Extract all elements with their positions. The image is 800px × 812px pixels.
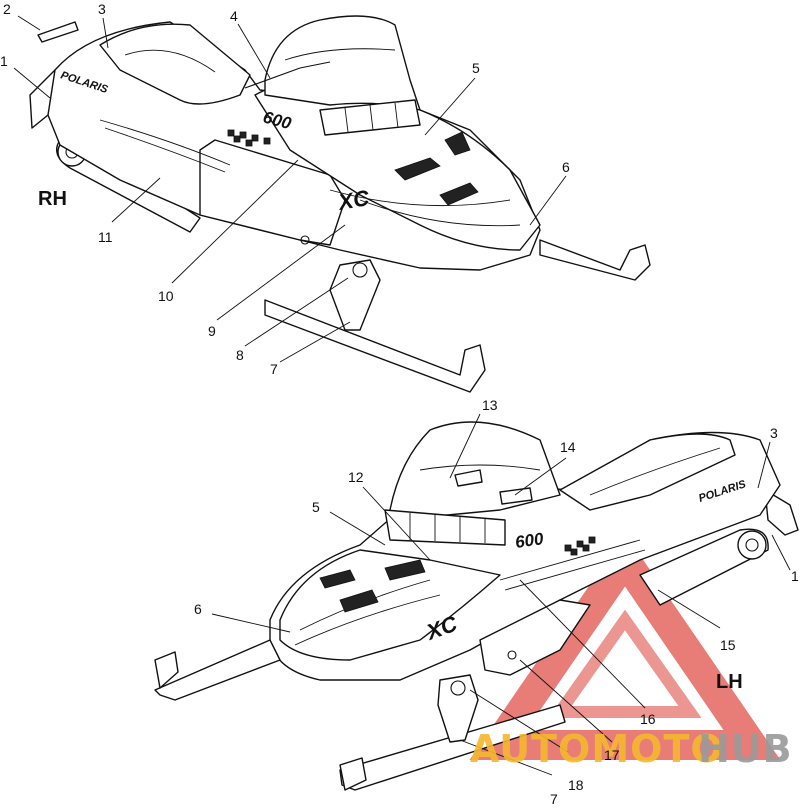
lh-callout-15: 15 bbox=[720, 637, 736, 653]
lh-callout-13: 13 bbox=[482, 397, 498, 413]
watermark bbox=[469, 533, 781, 760]
lh-callout-12: 12 bbox=[348, 469, 364, 485]
rh-checker-decal bbox=[227, 129, 271, 147]
rh-windshield bbox=[264, 15, 421, 111]
lh-callout-16: 16 bbox=[640, 711, 656, 727]
lh-checker-decal bbox=[564, 536, 596, 556]
watermark-triangle bbox=[469, 533, 781, 760]
rh-hood-vent-3 bbox=[444, 131, 471, 156]
lh-view-label: LH bbox=[716, 671, 743, 693]
rh-hood-vent-1 bbox=[394, 157, 441, 181]
rh-callout-6: 6 bbox=[562, 159, 570, 175]
watermark-text: AUTOMOTO HUB bbox=[470, 727, 793, 771]
lh-callout-3: 3 bbox=[770, 425, 778, 441]
rh-callout-2: 2 bbox=[3, 1, 11, 17]
rh-ski-right bbox=[539, 239, 651, 281]
rh-callouts: 1 2 3 4 5 6 7 8 9 10 11 bbox=[0, 1, 570, 377]
decal-2 bbox=[37, 21, 79, 43]
lh-callout-7: 7 bbox=[550, 791, 558, 807]
watermark-text-2: HUB bbox=[698, 727, 793, 771]
rh-view-label: RH bbox=[38, 188, 67, 210]
rh-callout-4: 4 bbox=[230, 8, 238, 24]
lh-snowmobile: POLARIS 600 XC bbox=[154, 421, 799, 791]
lh-rear-flap bbox=[764, 489, 799, 536]
lh-seat bbox=[559, 433, 736, 511]
lh-ski-right bbox=[154, 639, 281, 701]
lh-callout-6: 6 bbox=[194, 601, 202, 617]
lh-track bbox=[639, 528, 769, 606]
rh-callout-3: 3 bbox=[98, 1, 106, 17]
rh-ski-left bbox=[264, 299, 486, 393]
rh-spindle bbox=[329, 259, 381, 331]
lh-hood-vent-1 bbox=[319, 569, 356, 589]
lh-callouts: 1 3 5 6 7 12 13 14 15 16 17 18 bbox=[194, 397, 799, 807]
rh-callout-9: 9 bbox=[208, 323, 216, 339]
lh-callout-18: 18 bbox=[568, 777, 584, 793]
rh-callout-1: 1 bbox=[0, 53, 8, 69]
lh-callout-5: 5 bbox=[312, 499, 320, 515]
lh-leader-lines bbox=[211, 413, 791, 776]
rh-hood-vent-2 bbox=[439, 182, 479, 206]
rh-callout-8: 8 bbox=[236, 347, 244, 363]
lh-windshield-decal bbox=[384, 509, 506, 546]
rh-side-panel bbox=[199, 139, 346, 246]
rh-seat bbox=[99, 23, 251, 105]
lh-side-panel bbox=[479, 599, 591, 676]
rh-callout-7: 7 bbox=[270, 361, 278, 377]
lh-ski-left bbox=[339, 704, 566, 791]
rh-callout-11: 11 bbox=[98, 229, 113, 245]
rh-callout-5: 5 bbox=[472, 60, 480, 76]
lh-callout-17: 17 bbox=[604, 747, 620, 763]
rh-leader-lines bbox=[13, 15, 567, 363]
rh-snowmobile: POLARIS 600 XC bbox=[29, 15, 651, 393]
watermark-text-1: AUTOMOTO bbox=[470, 727, 724, 771]
lh-600-decal: 600 bbox=[514, 529, 545, 552]
lh-callout-14: 14 bbox=[560, 439, 576, 455]
rh-callout-10: 10 bbox=[158, 288, 174, 304]
lh-track-wheel bbox=[737, 530, 767, 560]
rh-xc-decal: XC bbox=[335, 185, 373, 215]
lh-hood-vent-3 bbox=[384, 559, 426, 581]
lh-spindle bbox=[437, 674, 479, 743]
lh-callout-1: 1 bbox=[791, 568, 799, 584]
lh-hood-vent-2 bbox=[339, 589, 379, 613]
